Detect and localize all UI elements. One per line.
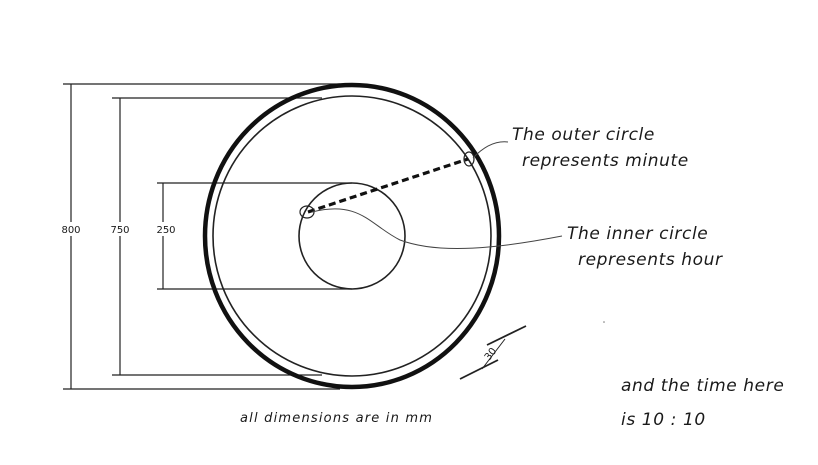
dim-label-bg-750 [108,222,132,236]
dim-label-bg-250 [151,222,176,236]
minute-track-circle [212,95,492,377]
leader-line-outer-circle [472,141,509,159]
note-time-line1: and the time here [621,376,784,396]
ring-width-dimension-bottom [459,359,499,380]
minute-marker [463,151,475,167]
inner-hour-circle [298,182,406,290]
dim-label-800: 800 [61,225,80,236]
outer-circle [202,82,502,390]
stray-mark [603,321,605,323]
ring-width-dimension-top [486,325,527,346]
dim-label-250: 250 [156,225,175,236]
note-time-line2: is 10 : 10 [621,410,706,430]
note-units: all dimensions are in mm [240,411,433,426]
note-inner-circle-line1: The inner circle [567,224,708,244]
note-inner-circle-line2: represents hour [578,250,723,270]
dim-label-750: 750 [110,225,129,236]
leader-line-inner-circle [311,208,563,250]
note-outer-circle-line2: represents minute [522,151,689,171]
dim-label-bg-800 [59,222,83,236]
note-outer-circle-line1: The outer circle [512,125,655,145]
ring-width-dimension-line [481,338,506,370]
minute-hand-dashed-line [307,157,469,214]
